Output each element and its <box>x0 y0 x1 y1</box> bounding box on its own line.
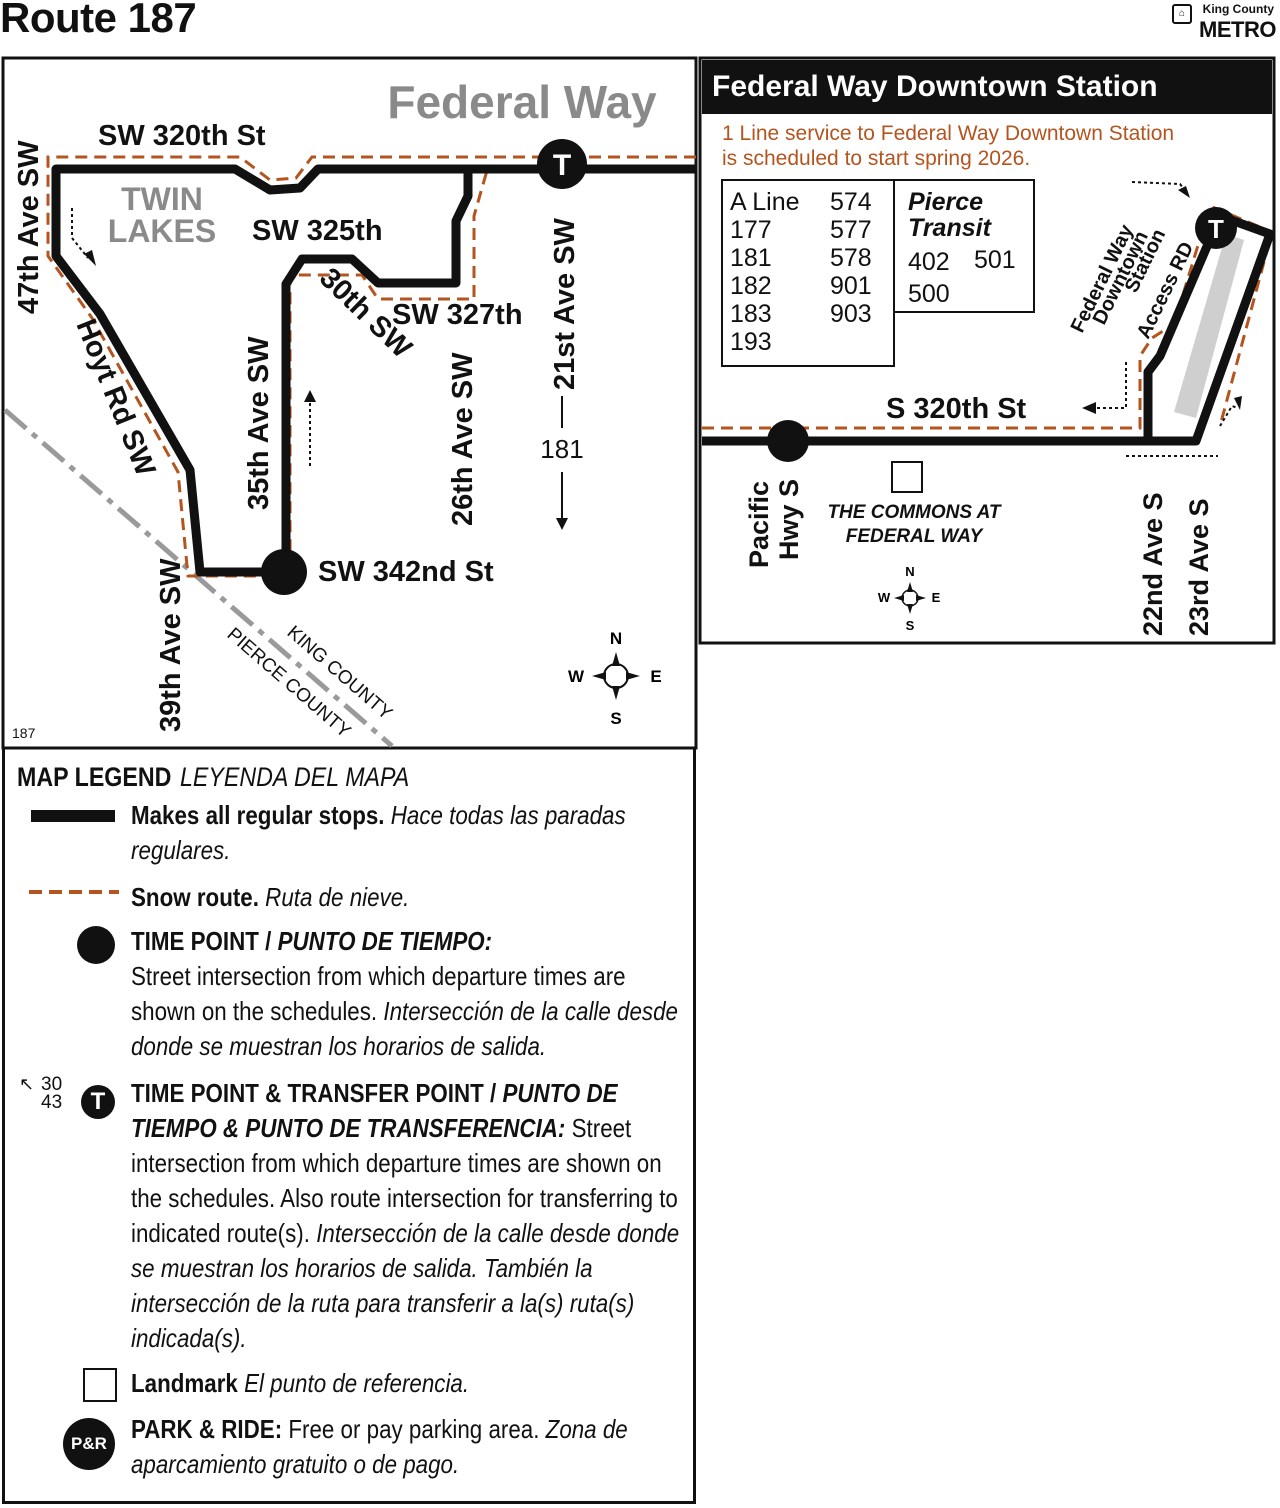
time-point-swatch <box>77 926 115 964</box>
street-47th: 47th Ave SW <box>13 140 45 314</box>
legend-landmark: Landmark El punto de referencia. <box>131 1368 470 1398</box>
county-boundary-line <box>3 408 394 748</box>
svg-text:W: W <box>878 590 891 605</box>
street-39th: 39th Ave SW <box>155 558 187 732</box>
svg-text:577: 577 <box>830 216 872 244</box>
landmark-label-2: FEDERAL WAY <box>846 526 985 547</box>
svg-text:S: S <box>610 709 621 728</box>
svg-text:181: 181 <box>730 244 772 272</box>
main-route-map: 181 T Federal Way SW 320th St TWIN LAKES… <box>1 56 698 750</box>
inset-compass-icon: N S W E <box>878 564 941 633</box>
svg-text:N: N <box>905 564 914 579</box>
street-sw327: SW 327th <box>392 299 523 331</box>
page-title: Route 187 <box>0 0 197 41</box>
landmark-label-1: THE COMMONS AT <box>827 502 1001 523</box>
transfer-sample-route-1: 30 <box>41 1074 63 1095</box>
neighborhood-twin: TWIN <box>121 181 203 217</box>
time-point-pacific <box>767 420 809 462</box>
route-181-label: 181 <box>540 434 583 464</box>
snow-route-path <box>46 155 696 578</box>
service-note-line2: is scheduled to start spring 2026. <box>722 147 1030 170</box>
svg-text:578: 578 <box>830 244 872 272</box>
regular-route-swatch <box>31 810 115 822</box>
svg-text:182: 182 <box>730 272 772 300</box>
map-id: 187 <box>12 725 36 741</box>
transfer-point-21st <box>537 139 587 189</box>
neighborhood-lakes: LAKES <box>108 213 216 249</box>
king-county-metro-logo: ⌂ King County METRO <box>1168 2 1278 42</box>
svg-text:501: 501 <box>974 246 1016 274</box>
logo-bottom-text: METRO <box>1199 17 1276 42</box>
transfer-sample-route-2: 43 <box>41 1092 63 1113</box>
metro-logo-icon: ⌂ <box>1172 4 1192 24</box>
inset-station-map: Federal Way Downtown Station 1 Line serv… <box>698 56 1276 645</box>
svg-text:S: S <box>906 618 915 633</box>
street-21st: 21st Ave SW <box>549 217 581 390</box>
svg-text:402: 402 <box>908 248 950 276</box>
station-platform <box>1174 234 1244 418</box>
legend-regular-stops: Makes all regular stops. Hace todas las … <box>131 800 626 865</box>
transfer-point-station <box>1195 207 1237 249</box>
inset-transfer-symbol: T <box>1208 214 1224 244</box>
transfer-sample-arrow: ↖ <box>19 1074 35 1094</box>
svg-text:A Line: A Line <box>730 188 800 216</box>
street-35th: 35th Ave SW <box>243 336 275 510</box>
park-and-ride-icon: P&R <box>63 1418 115 1470</box>
legend-time-point: TIME POINT / PUNTO DE TIEMPO: Street int… <box>131 926 678 1061</box>
legend-park-and-ride: PARK & RIDE: Free or pay parking area. Z… <box>131 1414 628 1479</box>
svg-text:500: 500 <box>908 280 950 308</box>
landmark-swatch <box>83 1368 117 1402</box>
street-sw342: SW 342nd St <box>318 556 494 588</box>
logo-top-text: King County <box>1202 2 1274 16</box>
metro-routes-box <box>721 179 895 367</box>
svg-text:183: 183 <box>730 300 772 328</box>
regular-route-path <box>51 164 696 577</box>
service-note-line1: 1 Line service to Federal Way Downtown S… <box>722 122 1174 145</box>
city-label: Federal Way <box>387 76 657 128</box>
pierce-title-2: Transit <box>908 214 993 242</box>
svg-text:W: W <box>568 667 585 686</box>
svg-text:901: 901 <box>830 272 872 300</box>
street-22nd: 22nd Ave S <box>1138 492 1168 636</box>
pierce-title-1: Pierce <box>908 188 983 216</box>
landmark-commons <box>891 461 923 493</box>
time-point-sw342 <box>261 549 307 595</box>
svg-text:N: N <box>610 629 622 648</box>
transfer-point-swatch: T <box>81 1085 115 1119</box>
transfer-symbol: T <box>553 149 571 182</box>
street-23rd: 23rd Ave S <box>1184 498 1214 636</box>
svg-text:177: 177 <box>730 216 772 244</box>
direction-arrow <box>71 208 89 259</box>
snow-route-loop <box>288 165 490 572</box>
regular-route-loop <box>281 169 473 572</box>
street-sw325: SW 325th <box>252 215 383 247</box>
pacific-hwy-2: Hwy S <box>774 479 804 560</box>
svg-text:193: 193 <box>730 328 772 356</box>
inset-title: Federal Way Downtown Station <box>712 70 1158 103</box>
street-sw320: SW 320th St <box>98 120 266 152</box>
svg-text:574: 574 <box>830 188 872 216</box>
svg-text:E: E <box>650 667 661 686</box>
pierce-routes-box <box>893 179 1035 313</box>
pacific-hwy-1: Pacific <box>744 481 774 568</box>
legend-transfer-point: TIME POINT & TRANSFER POINT / PUNTO DE T… <box>131 1078 680 1353</box>
inset-s320: S 320th St <box>886 393 1027 425</box>
svg-text:903: 903 <box>830 300 872 328</box>
svg-text:E: E <box>932 590 941 605</box>
legend-snow-route: Snow route. Ruta de nieve. <box>131 882 410 912</box>
street-26th: 26th Ave SW <box>447 352 479 526</box>
compass-rose-icon: N S W E <box>568 629 662 728</box>
snow-route-swatch <box>29 890 119 894</box>
